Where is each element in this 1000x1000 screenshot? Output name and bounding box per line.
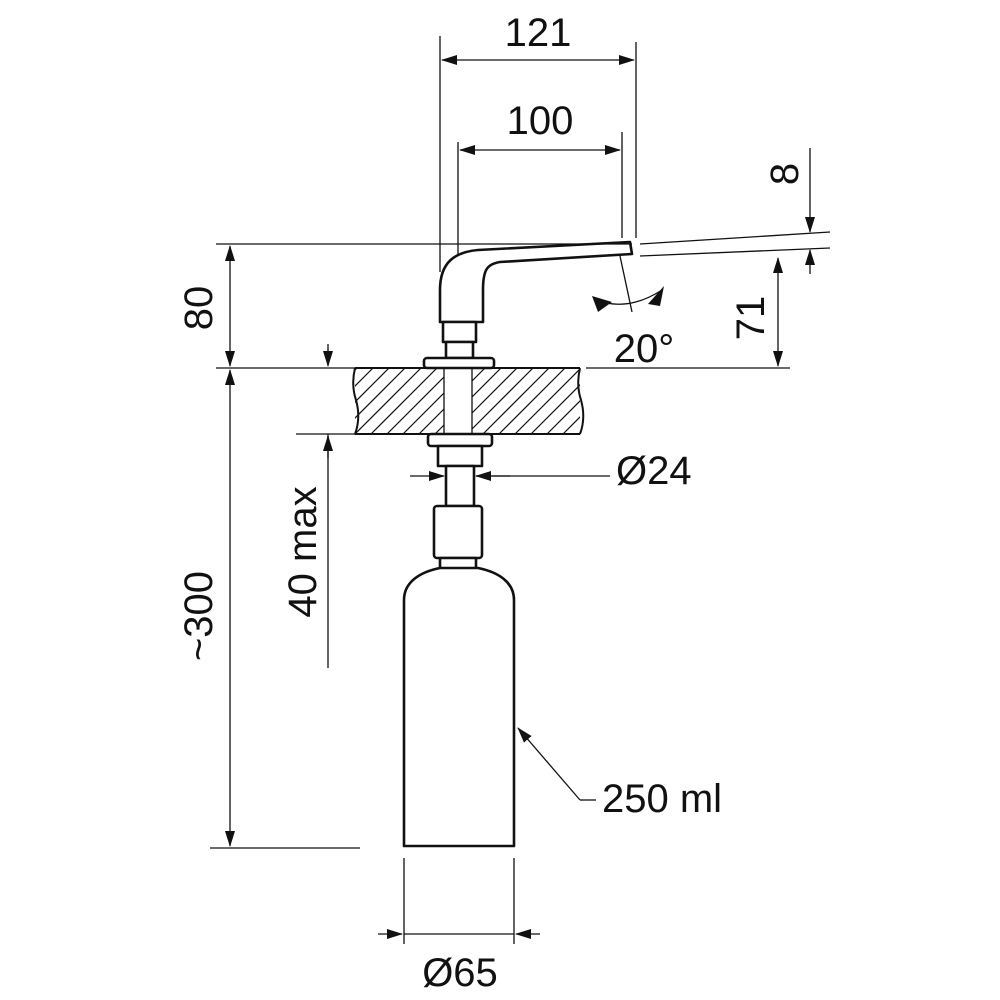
hatch-line bbox=[530, 384, 580, 434]
dimension-arrows bbox=[225, 55, 815, 939]
dim-300-label: ~300 bbox=[177, 571, 221, 661]
hatch-line bbox=[355, 368, 374, 387]
hatch-line bbox=[595, 368, 661, 434]
hatch-line bbox=[498, 368, 566, 434]
hatch-line bbox=[611, 368, 677, 434]
dim-121-label: 121 bbox=[505, 11, 572, 55]
dim-80-label: 80 bbox=[177, 286, 221, 331]
countertop-section bbox=[275, 367, 709, 435]
extension-lines bbox=[210, 36, 831, 944]
hatch-line bbox=[370, 368, 438, 434]
hatch-line bbox=[275, 368, 341, 434]
hatch-line bbox=[578, 432, 580, 434]
hatch-line bbox=[386, 368, 454, 434]
under-counter-assembly bbox=[426, 432, 494, 572]
hatch-line bbox=[355, 368, 422, 434]
hatch-line bbox=[466, 368, 534, 434]
dim-100-label: 100 bbox=[507, 99, 574, 143]
dim-o65-label: Ø65 bbox=[422, 951, 498, 995]
hatch-line bbox=[482, 368, 550, 434]
dim-20deg-label: 20° bbox=[614, 327, 675, 371]
hatch-line bbox=[627, 368, 693, 434]
dim-250ml-label: 250 ml bbox=[602, 777, 722, 821]
dim-o24-label: Ø24 bbox=[616, 449, 692, 493]
hatch-line bbox=[546, 400, 580, 434]
hatch-line bbox=[562, 416, 580, 434]
dim-71-label: 71 bbox=[729, 296, 773, 341]
dim-40max-label: 40 max bbox=[281, 486, 325, 617]
hatch-line bbox=[355, 368, 406, 419]
pump-head bbox=[422, 240, 634, 370]
hatch-line bbox=[643, 368, 709, 434]
hatch-line bbox=[514, 368, 580, 434]
hatch-line bbox=[355, 368, 358, 371]
soap-bottle bbox=[402, 566, 516, 848]
dim-8-label: 8 bbox=[763, 163, 807, 185]
